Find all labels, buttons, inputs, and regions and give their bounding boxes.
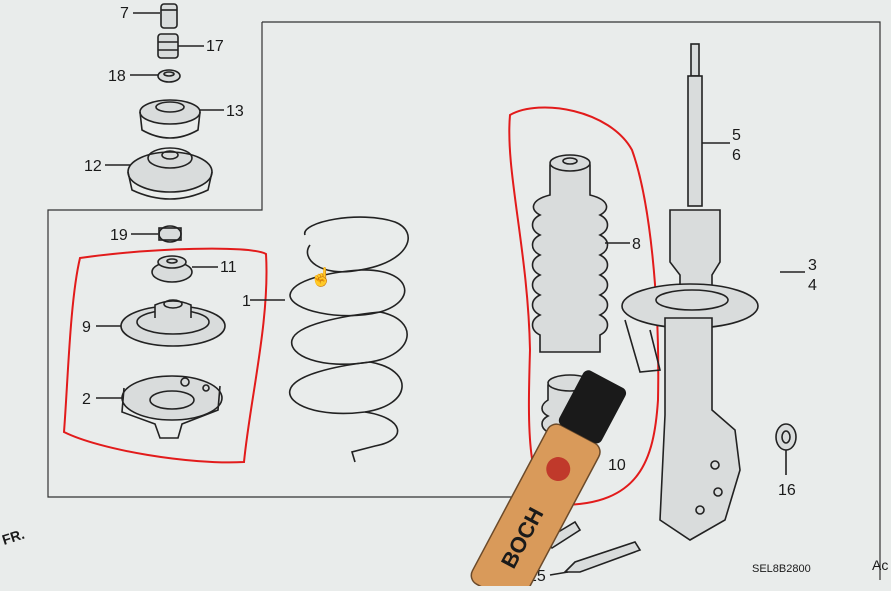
highlight-circle-right: [508, 106, 660, 507]
part-8-dust-boot[interactable]: [531, 154, 609, 353]
label-10: 10: [608, 457, 626, 474]
part-2-spring-mount-bracket[interactable]: [121, 375, 223, 439]
assembly-frame: [47, 21, 881, 580]
part-1-coil-spring[interactable]: [289, 216, 409, 463]
marker-pen-overlay: BOCH: [470, 370, 627, 591]
part-16-flange-nut[interactable]: [775, 423, 797, 451]
label-8: 8: [632, 236, 641, 253]
label-16: 16: [778, 482, 796, 499]
label-11: 11: [220, 259, 237, 276]
label-2: 2: [82, 391, 91, 408]
part-17-nut[interactable]: [157, 33, 179, 59]
part-3-4-shock-absorber[interactable]: [621, 209, 759, 541]
label-1: 1: [242, 293, 251, 310]
part-18-washer[interactable]: [157, 69, 181, 83]
marker-logo: [546, 457, 571, 482]
label-4: 4: [808, 277, 817, 294]
drawing-code: SEL8B2800: [752, 563, 811, 575]
label-12: 12: [84, 158, 102, 175]
corner-text-left: FR.: [0, 526, 26, 548]
label-18: 18: [108, 68, 126, 85]
part-7-bolt-cap[interactable]: [160, 3, 178, 29]
part-11-spacer[interactable]: [151, 255, 193, 283]
corner-text-right: Ac: [872, 557, 888, 573]
part-13-bearing[interactable]: [139, 99, 201, 139]
part-19-nut[interactable]: [158, 225, 182, 243]
label-19: 19: [110, 227, 128, 244]
part-12-strut-mount[interactable]: [127, 147, 213, 200]
part-9-upper-spring-seat[interactable]: [120, 299, 226, 347]
highlight-circle-left: [62, 247, 268, 464]
part-5-6-piston-rod[interactable]: [687, 43, 703, 207]
hand-cursor-icon: ☝: [310, 266, 332, 288]
label-3: 3: [808, 257, 817, 274]
label-7: 7: [120, 5, 129, 22]
label-5: 5: [732, 127, 741, 144]
label-17: 17: [206, 38, 224, 55]
label-13: 13: [226, 103, 244, 120]
label-6: 6: [732, 147, 741, 164]
label-9: 9: [82, 319, 91, 336]
